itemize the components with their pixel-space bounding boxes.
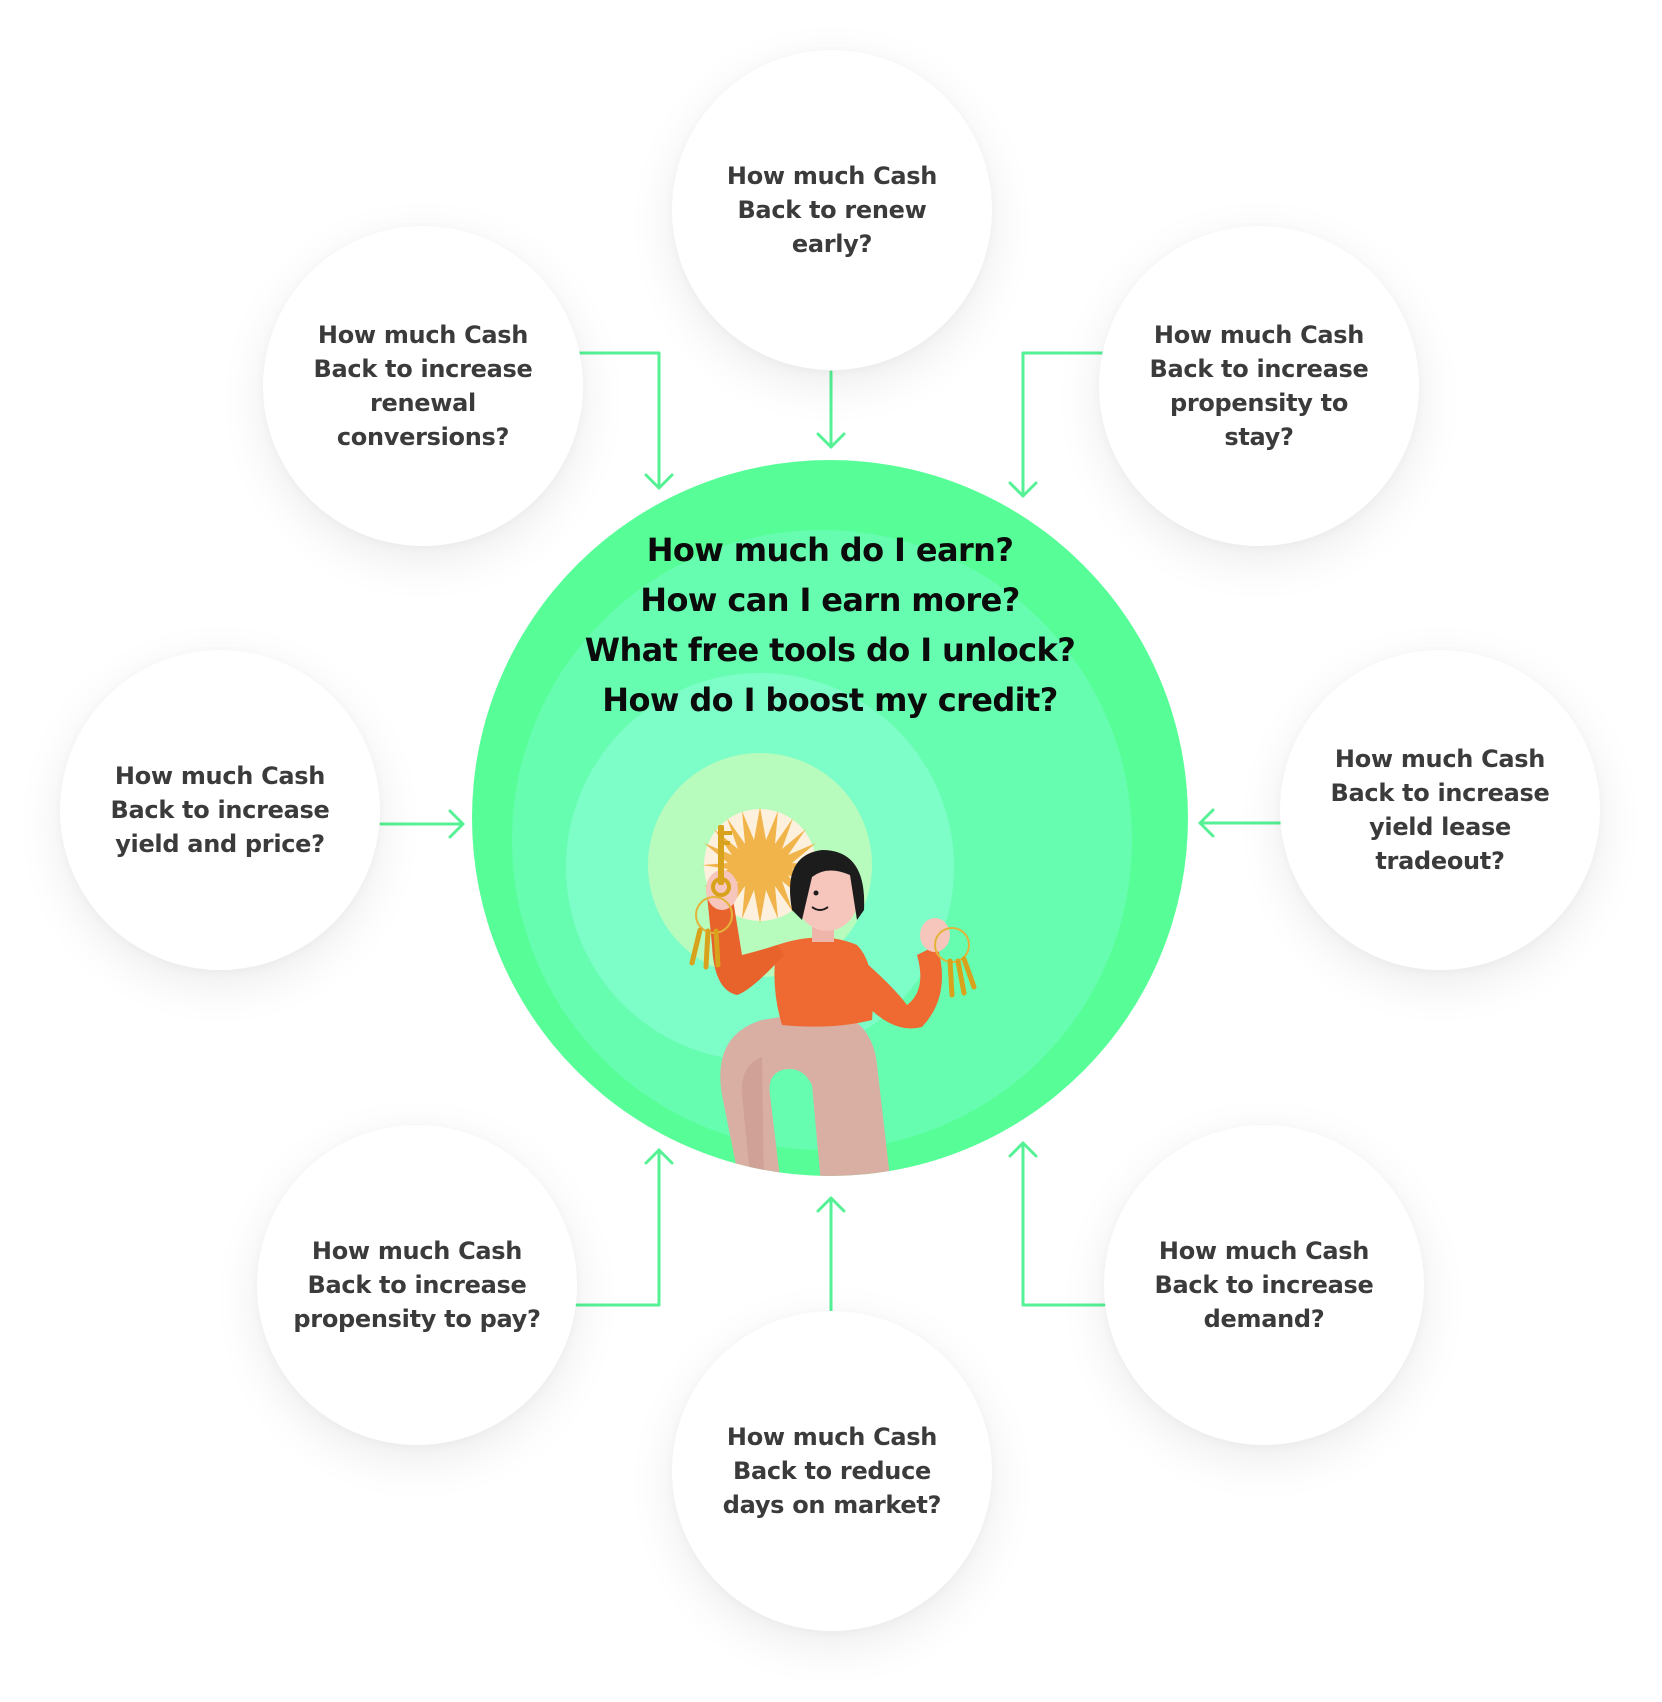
- satellite-label: How much Cash Back to reduce days on mar…: [722, 1423, 942, 1519]
- satellite-label: How much Cash Back to increase propensit…: [1149, 321, 1369, 451]
- satellite-label: How much Cash Back to renew early?: [726, 162, 938, 258]
- arrow-right: [1198, 808, 1282, 838]
- satellite-renewal-conversions: How much Cash Back to increase renewal c…: [263, 226, 583, 546]
- satellite-yield-and-price: How much Cash Back to increase yield and…: [60, 650, 380, 970]
- satellite-label: How much Cash Back to increase renewal c…: [313, 321, 533, 451]
- satellite-days-on-market: How much Cash Back to reduce days on mar…: [672, 1311, 992, 1631]
- arrow-top-right: [1008, 351, 1105, 498]
- arrow-left: [379, 809, 465, 839]
- satellite-label: How much Cash Back to increase demand?: [1154, 1237, 1374, 1333]
- woman-illustration: [689, 825, 977, 1176]
- hub-question-boost-credit: How do I boost my credit?: [602, 681, 1058, 719]
- hub-circle: How much do I earn? How can I earn more?…: [472, 460, 1188, 1176]
- satellite-label: How much Cash Back to increase propensit…: [293, 1237, 541, 1333]
- satellite-yield-lease-tradeout: How much Cash Back to increase yield lea…: [1280, 650, 1600, 970]
- satellite-propensity-to-stay: How much Cash Back to increase propensit…: [1099, 226, 1419, 546]
- hub-question-earn: How much do I earn?: [646, 531, 1014, 569]
- arrow-top: [816, 370, 846, 449]
- hub-question-free-tools: What free tools do I unlock?: [584, 631, 1076, 669]
- hub-questions: How much do I earn? How can I earn more?…: [472, 525, 1188, 725]
- arrow-bottom: [816, 1196, 846, 1312]
- arrow-top-left: [578, 351, 674, 490]
- arrow-bottom-left: [575, 1148, 674, 1307]
- satellite-renew-early: How much Cash Back to renew early?: [672, 50, 992, 370]
- arrow-bottom-right: [1008, 1141, 1106, 1307]
- satellite-label: How much Cash Back to increase yield and…: [110, 762, 330, 858]
- satellite-label: How much Cash Back to increase yield lea…: [1330, 745, 1550, 875]
- satellite-increase-demand: How much Cash Back to increase demand?: [1104, 1125, 1424, 1445]
- satellite-propensity-to-pay: How much Cash Back to increase propensit…: [257, 1125, 577, 1445]
- hub-question-earn-more: How can I earn more?: [640, 581, 1020, 619]
